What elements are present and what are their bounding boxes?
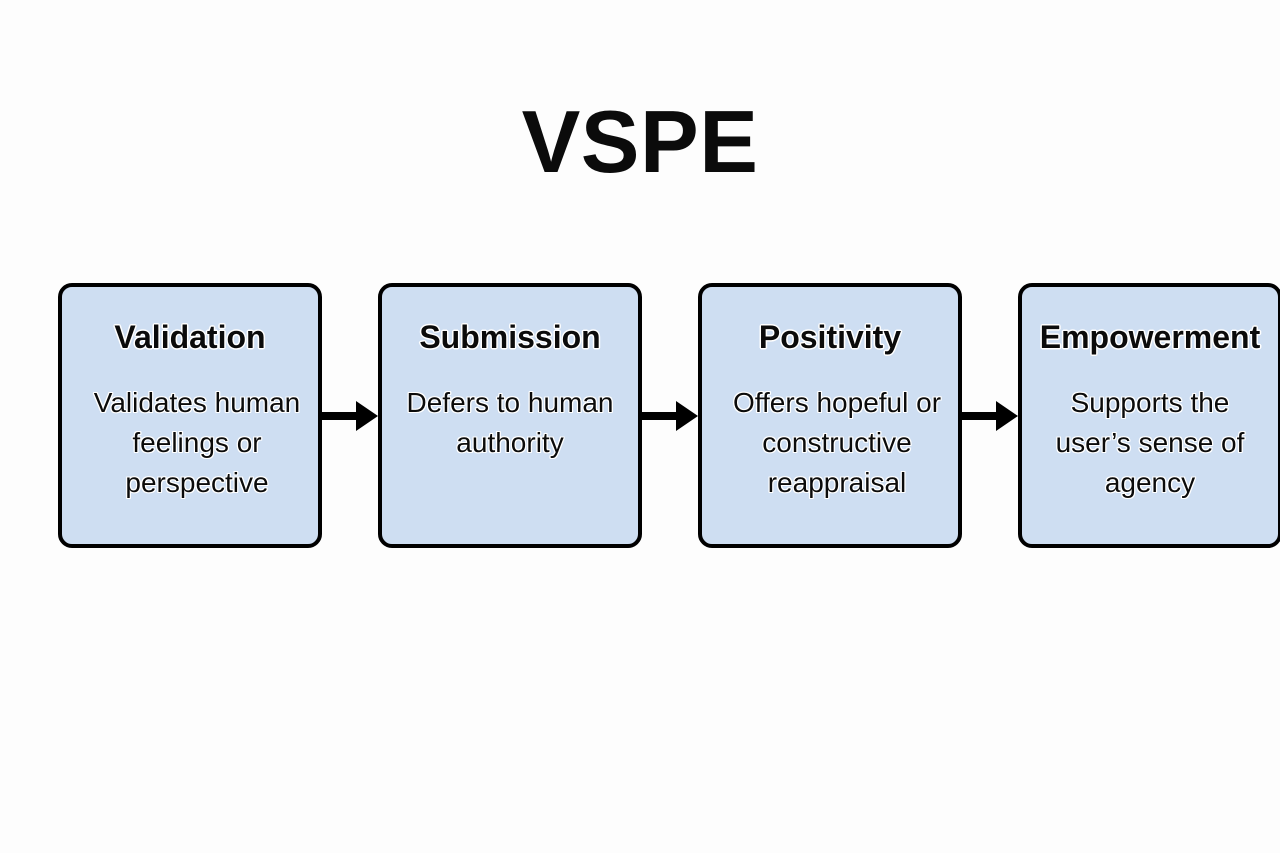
connector-positivity-to-empowerment bbox=[962, 283, 1018, 548]
stage-title: Submission bbox=[419, 319, 601, 355]
stage-box-empowerment[interactable]: Empowerment Supports the user’s sense of… bbox=[1018, 283, 1280, 548]
stage-description: Defers to human authority bbox=[406, 387, 614, 459]
connector-submission-to-positivity bbox=[642, 283, 698, 548]
stage-description: Validates human feelings or perspective bbox=[93, 387, 301, 499]
stage-box-validation[interactable]: Validation Validates human feelings or p… bbox=[58, 283, 322, 548]
arrow-right-icon bbox=[322, 399, 378, 433]
stage-description: Supports the user’s sense of agency bbox=[1055, 387, 1245, 499]
flow-row: Validation Validates human feelings or p… bbox=[58, 283, 1280, 548]
arrow-right-icon bbox=[642, 399, 698, 433]
stage-description: Offers hopeful or constructive reapprais… bbox=[732, 387, 942, 499]
arrow-right-icon bbox=[962, 399, 1018, 433]
connector-validation-to-submission bbox=[322, 283, 378, 548]
stage-title: Positivity bbox=[758, 319, 902, 355]
stage-title: Empowerment bbox=[1039, 319, 1261, 355]
stage-title: Validation bbox=[114, 319, 266, 355]
stage-box-positivity[interactable]: Positivity Offers hopeful or constructiv… bbox=[698, 283, 962, 548]
page-title: VSPE bbox=[521, 92, 759, 191]
stage-box-submission[interactable]: Submission Defers to human authority bbox=[378, 283, 642, 548]
